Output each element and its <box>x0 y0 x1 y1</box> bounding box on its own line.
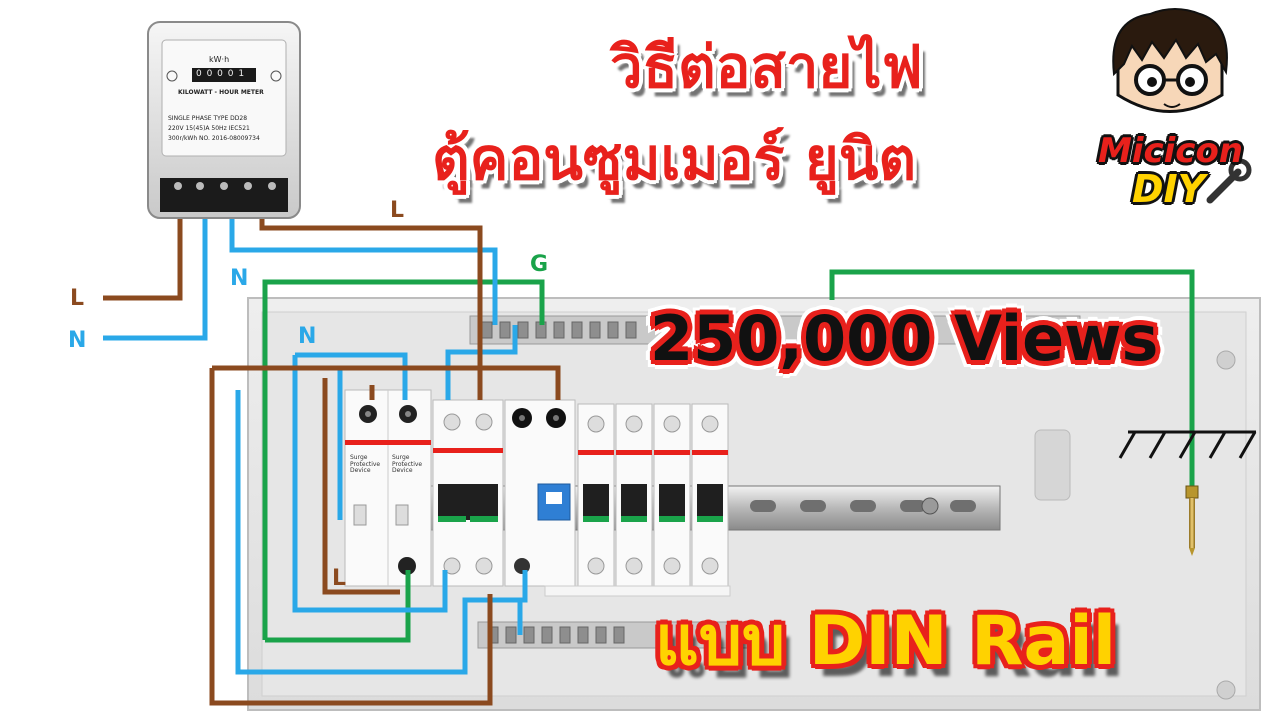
meter-spec-row3: 300r/kWh NO. 2016-08009734 <box>168 135 260 142</box>
label-box-neutral: N <box>298 324 317 349</box>
ground-symbol <box>1118 430 1257 459</box>
mcb-1 <box>577 403 615 587</box>
meter-reading: 0 0 0 0 1 <box>196 69 246 79</box>
busbar-cover <box>544 585 731 597</box>
mcb-group <box>577 403 729 587</box>
ground-rod <box>1185 485 1199 556</box>
label-supply-live: L <box>70 286 85 311</box>
headline-line1: วิธีต่อสายไฟ <box>610 33 923 101</box>
label-meter-live: L <box>390 198 405 223</box>
rcbo-breaker <box>504 399 576 587</box>
wire-ground <box>262 269 1195 643</box>
surge-protective-device <box>344 389 432 587</box>
spd-label-right: Surge Protective Device <box>392 454 423 475</box>
label-box-live: L <box>332 566 347 591</box>
views-count: 250,000 Views <box>650 302 1159 375</box>
meter-unit: kW·h <box>209 55 230 64</box>
meter-spec-row2: 220V 15(45)A 50Hz IEC521 <box>168 125 250 132</box>
logo-suffix: DIY <box>1132 167 1206 211</box>
main-breaker <box>432 399 504 587</box>
top-terminal-bar <box>469 315 1081 345</box>
meter-spec-row1: SINGLE PHASE TYPE DD28 <box>168 115 248 122</box>
bottom-terminal-bar <box>477 621 759 649</box>
mcb-3 <box>653 403 691 587</box>
label-ground: G <box>530 252 549 277</box>
spd-label-left: Surge Protective Device <box>350 454 381 475</box>
electric-meter <box>147 21 301 219</box>
wire-neutral <box>103 195 528 675</box>
mcb-2 <box>615 403 653 587</box>
headline-line2: ตู้คอนซูมเมอร์ ยูนิต <box>432 125 917 193</box>
headline-line3: แบบ DIN Rail <box>655 602 1117 681</box>
logo-name: Micicon <box>1098 131 1244 171</box>
avatar-mascot <box>1112 8 1228 113</box>
label-meter-neutral: N <box>230 266 249 291</box>
label-supply-neutral: N <box>68 328 87 353</box>
wrench-icon <box>1206 158 1252 204</box>
mcb-4 <box>691 403 729 587</box>
meter-title: KILOWATT - HOUR METER <box>178 89 264 96</box>
